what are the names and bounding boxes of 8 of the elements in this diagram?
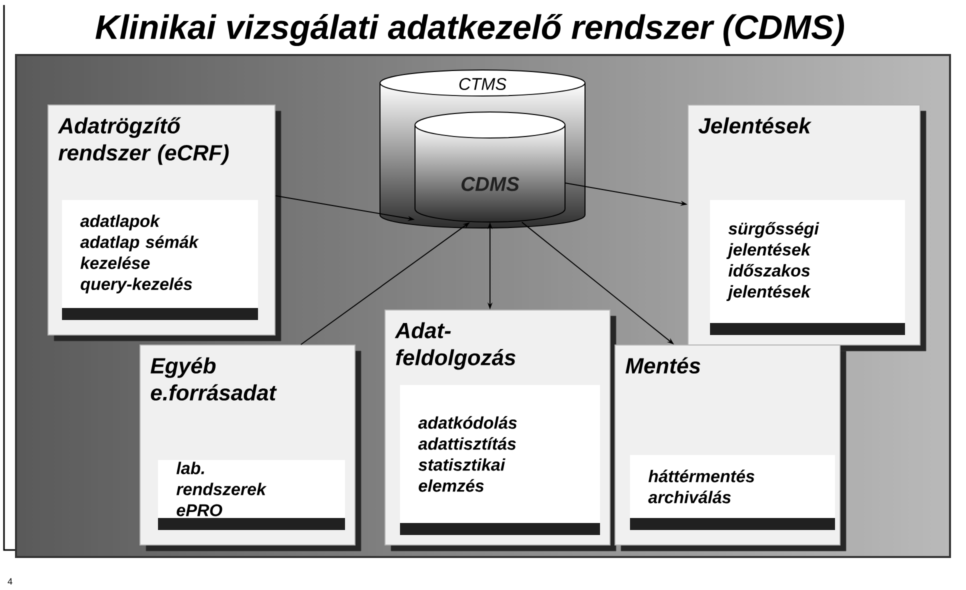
content-box: adatkódolás adattisztítás statisztikai elemzés bbox=[400, 385, 600, 535]
content-box: adatlapok adatlap sémák kezelése query-kezelés bbox=[62, 200, 258, 320]
content-box: háttérmentés archiválás bbox=[630, 455, 835, 530]
page-number: 4 bbox=[8, 578, 12, 584]
content-box: lab. rendszerek ePRO bbox=[158, 460, 345, 530]
content-box: sürgősségi jelentések időszakos jelentések bbox=[710, 200, 905, 335]
database-cylinder: CDMS bbox=[414, 112, 566, 222]
title: Klinikai vizsgálati adatkezelő rendszer (CDMS) bbox=[96, 14, 844, 46]
